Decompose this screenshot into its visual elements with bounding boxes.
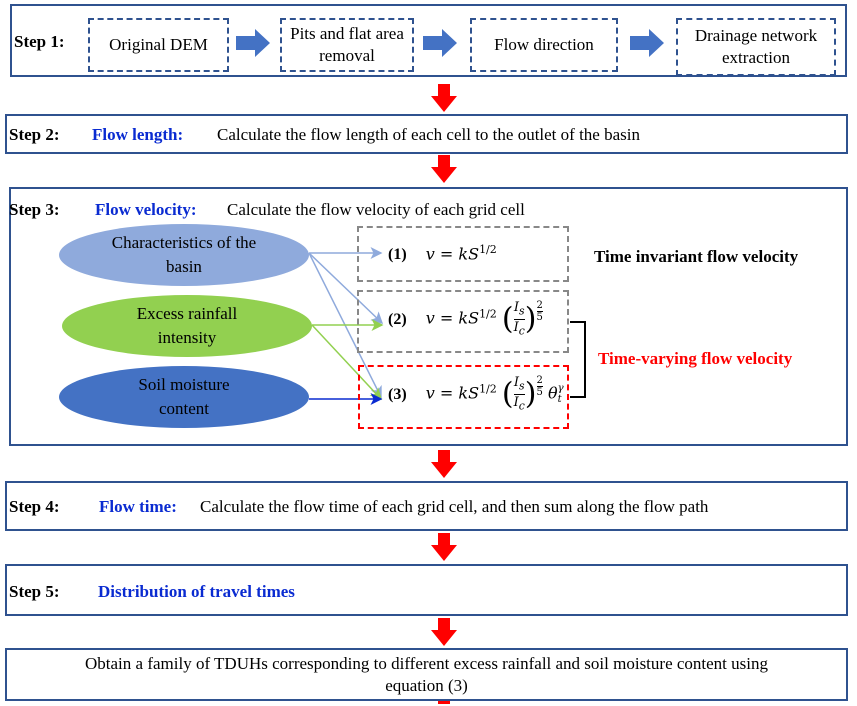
eq-symbol: S <box>468 244 480 264</box>
time-varying-label: Time-varying flow velocity <box>598 349 793 368</box>
step1-box: Step 1: Original DEM Pits and flat area … <box>10 4 847 77</box>
input-label: Characteristics of the basin <box>111 233 257 276</box>
input-label: Soil moisture content <box>138 375 230 418</box>
time-invariant-label: Time invariant flow velocity <box>594 247 799 266</box>
step1-box-label: Pits and flat area removal <box>290 24 404 65</box>
final-text-line2: equation (3) <box>385 676 468 695</box>
input-label: Excess rainfall intensity <box>136 304 238 347</box>
step1-box-original-dem: Original DEM <box>88 18 229 72</box>
step4-box: Step 4: Flow time: Calculate the flow ti… <box>5 481 848 531</box>
input-basin-characteristics: Characteristics of the basin <box>59 224 309 286</box>
step2-title: Flow length: <box>92 125 184 144</box>
eq-symbol: 2 <box>536 300 543 311</box>
step1-box-drainage-network: Drainage network extraction <box>676 18 836 76</box>
step5-title: Distribution of travel times <box>98 582 295 601</box>
step4-description: Calculate the flow time of each grid cel… <box>200 497 709 516</box>
equation1-box <box>357 226 569 282</box>
eq-symbol: 1/2 <box>479 307 497 321</box>
eq-symbol: v <box>425 244 435 264</box>
red-mark <box>438 701 450 704</box>
step2-label: Step 2: <box>9 125 60 144</box>
step4-label: Step 4: <box>9 497 60 516</box>
eq-symbol: s <box>518 304 525 318</box>
eq-symbol: v <box>425 383 435 403</box>
blue-arrow-icon <box>236 29 270 57</box>
eq-symbol: γ <box>557 383 564 395</box>
eq-symbol: = <box>439 308 454 328</box>
step5-box: Step 5: Distribution of travel times <box>5 564 848 616</box>
equation3-box <box>358 365 569 429</box>
red-down-arrow-icon <box>431 84 457 112</box>
equation-number: (1) <box>388 246 407 264</box>
eq-symbol: I <box>513 375 519 390</box>
equation-number: (2) <box>388 310 407 328</box>
step5-label: Step 5: <box>9 582 60 601</box>
step1-box-label: Original DEM <box>109 35 208 54</box>
step3-title: Flow velocity: <box>95 200 197 219</box>
eq-symbol: ) <box>524 301 537 337</box>
final-box: Obtain a family of TDUHs corresponding t… <box>5 648 848 701</box>
step1-box-pits-removal: Pits and flat area removal <box>280 18 414 72</box>
step3-label: Step 3: <box>9 200 60 219</box>
eq-symbol: c <box>518 324 525 338</box>
eq-symbol: = <box>439 383 454 403</box>
step1-box-label: Drainage network extraction <box>694 26 818 67</box>
red-down-arrow-icon <box>431 618 457 646</box>
eq-symbol: S <box>468 383 480 403</box>
arrow-rainfall-eq3 <box>311 324 383 401</box>
step4-title: Flow time: <box>99 497 177 516</box>
eq-symbol: θ <box>547 383 558 403</box>
eq-symbol: 5 <box>536 387 543 398</box>
eq-symbol: ( <box>501 301 514 337</box>
eq-symbol: I <box>513 319 519 335</box>
eq-symbol: s <box>518 379 525 393</box>
input-excess-rainfall: Excess rainfall intensity <box>62 295 312 357</box>
eq-symbol: 5 <box>536 312 543 323</box>
eq-symbol: c <box>518 399 525 413</box>
eq-symbol: ( <box>501 376 514 412</box>
red-down-arrow-icon <box>431 533 457 561</box>
eq-symbol: t <box>557 394 562 406</box>
eq-symbol: ) <box>524 376 537 412</box>
eq-symbol: k <box>458 308 469 328</box>
equation1: (1) v = kS1/2 <box>388 243 497 264</box>
red-down-arrow-icon <box>431 155 457 183</box>
eq-symbol: 2 <box>536 375 543 386</box>
input-soil-moisture: Soil moisture content <box>59 366 309 428</box>
eq-symbol: I <box>513 394 519 410</box>
time-varying-bracket <box>570 321 586 398</box>
step3-description: Calculate the flow velocity of each grid… <box>227 200 525 219</box>
red-down-arrow-icon <box>431 450 457 478</box>
step2-box: Step 2: Flow length: Calculate the flow … <box>5 114 848 154</box>
step1-box-label: Flow direction <box>494 35 594 54</box>
step2-description: Calculate the flow length of each cell t… <box>217 125 640 144</box>
final-text-line1: Obtain a family of TDUHs corresponding t… <box>85 654 768 673</box>
equation-number: (3) <box>388 385 407 403</box>
arrow-basin-eq2 <box>308 252 384 325</box>
step1-box-flow-direction: Flow direction <box>470 18 618 72</box>
blue-arrow-icon <box>630 29 664 57</box>
eq-symbol: 1/2 <box>479 382 497 396</box>
step1-label: Step 1: <box>14 32 65 51</box>
eq-symbol: v <box>425 308 435 328</box>
eq-symbol: S <box>468 308 480 328</box>
equation2-box <box>357 290 569 353</box>
eq-symbol: k <box>458 383 469 403</box>
step1-arrows <box>236 29 664 57</box>
eq-symbol: k <box>458 244 469 264</box>
eq-symbol: = <box>439 244 454 264</box>
eq-symbol: 1/2 <box>479 243 497 256</box>
eq-symbol: I <box>513 300 519 315</box>
blue-arrow-icon <box>423 29 457 57</box>
